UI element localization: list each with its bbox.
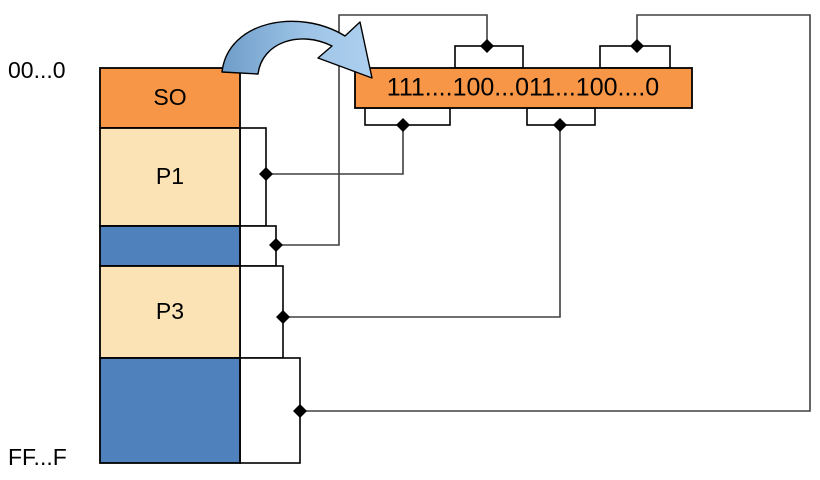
- connector-p3-path: [283, 125, 561, 318]
- address-label-bottom: FF...F: [8, 444, 67, 470]
- bitstring-bottom-brackets: [364, 107, 596, 126]
- connector-diamonds: [259, 39, 644, 418]
- memory-block-so-label: SO: [153, 84, 186, 110]
- diamond-bottom-2: [553, 118, 567, 132]
- memory-side-brackets: [239, 127, 301, 464]
- diamond-free1: [269, 238, 283, 252]
- diamond-p1: [259, 167, 273, 181]
- memory-block-p1-label: P1: [156, 163, 184, 189]
- memory-block-p3-label: P3: [156, 298, 184, 324]
- address-label-top: 00...0: [8, 57, 66, 83]
- memory-block-free1[interactable]: [99, 225, 241, 267]
- bitstring-bar[interactable]: [354, 67, 693, 109]
- bracket-free2: [239, 357, 301, 464]
- memory-block-p3[interactable]: [99, 265, 241, 359]
- connector-p1-path: [266, 125, 404, 175]
- bitstring-bottom-bracket-1: [364, 107, 451, 126]
- mapping-arrow: [221, 20, 373, 79]
- diamond-p3: [276, 310, 290, 324]
- memory-block-p1[interactable]: [99, 127, 241, 227]
- diamond-top-2: [630, 39, 644, 53]
- connector-free1-path: [276, 14, 488, 246]
- diamond-bottom-1: [396, 118, 410, 132]
- memory-block-free2[interactable]: [99, 357, 241, 464]
- connector-free2-path: [300, 14, 811, 412]
- memory-column: [99, 67, 241, 464]
- bracket-p3: [239, 265, 284, 359]
- diamond-top-1: [480, 39, 494, 53]
- bitstring-top-brackets: [454, 45, 671, 69]
- bitstring-value: 111....100...011...100....0: [387, 74, 659, 102]
- connector-lines: [266, 14, 811, 412]
- diamond-free2: [293, 404, 307, 418]
- mapping-arrow-shape: [221, 20, 373, 79]
